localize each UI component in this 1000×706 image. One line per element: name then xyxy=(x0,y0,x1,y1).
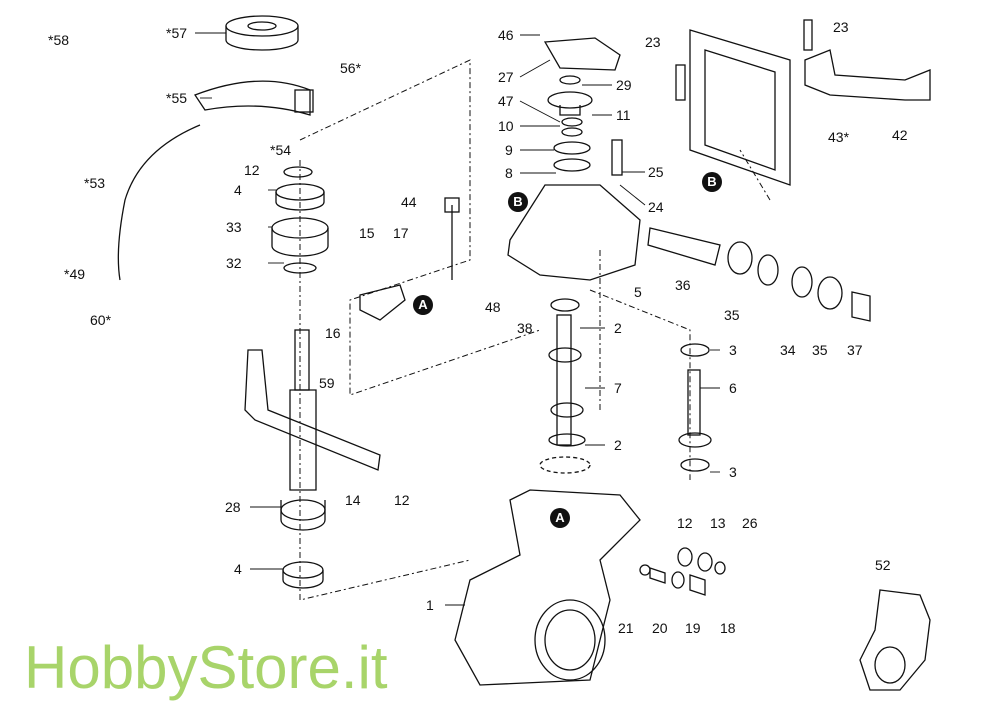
part-label: 46 xyxy=(498,27,514,43)
part-label: 25 xyxy=(648,164,664,180)
part-label: *49 xyxy=(64,266,86,282)
left-shaft-parts xyxy=(244,166,381,589)
part-label: 5 xyxy=(634,284,642,300)
part-label: 8 xyxy=(505,165,513,181)
part-label: 6 xyxy=(729,380,737,396)
callout-b: B xyxy=(702,172,722,192)
part-label: 20 xyxy=(652,620,668,636)
center-gear-shafts xyxy=(548,298,712,472)
watermark: HobbyStore.it xyxy=(24,634,388,701)
part-label: 44 xyxy=(401,194,417,210)
part-label: 2 xyxy=(614,437,622,453)
part-label: 29 xyxy=(616,77,632,93)
part-label: 15 xyxy=(359,225,375,241)
part-label: 11 xyxy=(616,107,631,123)
part-label: 33 xyxy=(226,219,242,235)
part-label: 47 xyxy=(498,93,514,109)
bracket-43 xyxy=(675,19,931,186)
part-44-head xyxy=(444,197,460,213)
callout-a: A xyxy=(413,295,433,315)
part-label: 18 xyxy=(720,620,736,636)
part-label: 34 xyxy=(780,342,796,358)
upper-housing xyxy=(507,37,641,281)
part-label: 43* xyxy=(828,129,850,145)
part-label: *54 xyxy=(270,142,292,158)
leader-lines xyxy=(195,32,720,606)
part-label: 48 xyxy=(485,299,501,315)
side-plug-parts xyxy=(639,547,726,596)
part-label: 4 xyxy=(234,182,242,198)
part-15-lever xyxy=(359,284,406,321)
part-label: 3 xyxy=(729,464,737,480)
part-label: 9 xyxy=(505,142,513,158)
part-label: 2 xyxy=(614,320,622,336)
part-label: 12 xyxy=(394,492,410,508)
part-label: 35 xyxy=(812,342,828,358)
part-label: 10 xyxy=(498,118,514,134)
main-housing-1 xyxy=(454,456,641,686)
part-label: 12 xyxy=(244,162,260,178)
part-label: 21 xyxy=(618,620,634,636)
part-label: 23 xyxy=(833,19,849,35)
part-label: 60* xyxy=(90,312,112,328)
part-label: 26 xyxy=(742,515,758,531)
part-label: 42 xyxy=(892,127,908,143)
part-label: 28 xyxy=(225,499,241,515)
callout-b: B xyxy=(508,192,528,212)
part-label: 27 xyxy=(498,69,514,85)
part-label: 17 xyxy=(393,225,409,241)
part-label: 12 xyxy=(677,515,693,531)
part-label: *58 xyxy=(48,32,70,48)
part-label: 7 xyxy=(614,380,622,396)
shaft-36-group xyxy=(647,227,871,322)
part-label: 56* xyxy=(340,60,362,76)
part-label: 16 xyxy=(325,325,341,341)
part-label: 13 xyxy=(710,515,726,531)
callout-a: A xyxy=(550,508,570,528)
part-label: 3 xyxy=(729,342,737,358)
part-label: 24 xyxy=(648,199,664,215)
part-57-seal xyxy=(225,15,299,51)
part-label: 35 xyxy=(724,307,740,323)
part-label: 32 xyxy=(226,255,242,271)
part-label: 23 xyxy=(645,34,661,50)
part-label: 52 xyxy=(875,557,891,573)
part-label: 36 xyxy=(675,277,691,293)
part-label: 59 xyxy=(319,375,335,391)
part-label: *55 xyxy=(166,90,188,106)
part-label: 4 xyxy=(234,561,242,577)
part-label: *53 xyxy=(84,175,106,191)
part-label: 19 xyxy=(685,620,701,636)
part-53-cable xyxy=(117,124,201,281)
part-label: 37 xyxy=(847,342,863,358)
part-55-band xyxy=(194,80,314,116)
part-label: 1 xyxy=(426,597,434,613)
part-label: 14 xyxy=(345,492,361,508)
assembly-lines xyxy=(299,59,771,601)
part-label: *57 xyxy=(166,25,188,41)
part-label: 38 xyxy=(517,320,533,336)
part-52-thumbnail xyxy=(859,589,931,691)
